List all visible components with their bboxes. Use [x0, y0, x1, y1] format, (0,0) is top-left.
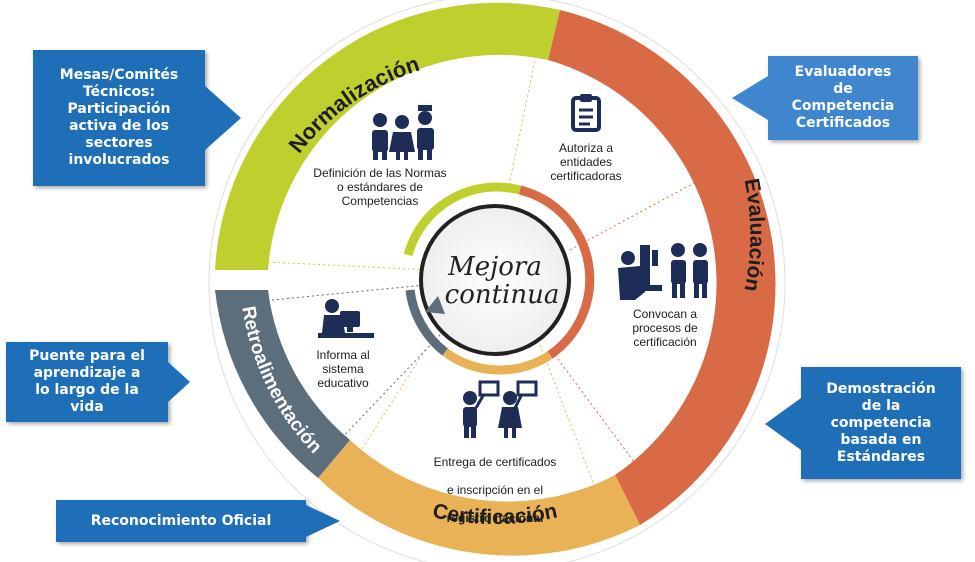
callout-puente-arrow — [168, 362, 190, 402]
inner-ring-yellow — [442, 348, 553, 375]
segment-text-entrega: Entrega de certificados e inscripción en… — [410, 441, 580, 525]
inner-ring-gray — [405, 289, 448, 356]
people-holding-certificates-icon — [463, 380, 538, 438]
center-text-line2: continua — [445, 280, 560, 310]
callout-reconocimiento: Reconocimiento Oficial — [56, 500, 306, 542]
segment-text-informa: Informa al sistema educativo — [316, 348, 370, 390]
callout-mesas: Mesas/Comités Técnicos: Participación ac… — [33, 50, 205, 186]
callout-reconocimiento-arrow — [306, 505, 340, 537]
ring-evaluacion — [548, 10, 776, 525]
segment-text-normas: Definición de las Normas o estándares de… — [313, 166, 447, 208]
three-workers-icon — [372, 105, 434, 160]
person-at-computer-icon — [318, 299, 374, 338]
ring-retroalimentacion — [215, 290, 350, 478]
callout-mesas-arrow — [205, 86, 241, 150]
segment-text-convocan: Convocan a procesos de certificación — [632, 307, 698, 349]
center-arrow-icon — [425, 296, 445, 314]
callout-demostracion: Demostración de la competencia basada en… — [801, 367, 961, 479]
ring-certificacion — [318, 440, 640, 556]
entrega-line3: registro nacional — [446, 511, 544, 525]
entrega-line2: e inscripción en el — [446, 483, 544, 497]
workers-with-machine-icon — [618, 243, 708, 300]
callout-demostracion-arrow — [765, 398, 801, 450]
inner-ring-orange — [518, 185, 595, 359]
callout-evaluadores: Evaluadores de Competencia Certificados — [768, 56, 918, 140]
segment-dividers — [267, 54, 719, 501]
center-text-line1: Mejora — [447, 252, 542, 282]
clipboard-icon — [571, 94, 601, 132]
callout-evaluadores-arrow — [732, 76, 768, 120]
callout-puente: Puente para el aprendizaje a lo largo de… — [6, 342, 168, 422]
segment-text-autoriza: Autoriza a entidades certificadoras — [550, 141, 622, 183]
center-disc — [419, 204, 571, 356]
inner-ring-green — [403, 182, 522, 257]
entrega-line1: Entrega de certificados — [433, 455, 557, 469]
ring-normalizacion — [215, 2, 560, 270]
